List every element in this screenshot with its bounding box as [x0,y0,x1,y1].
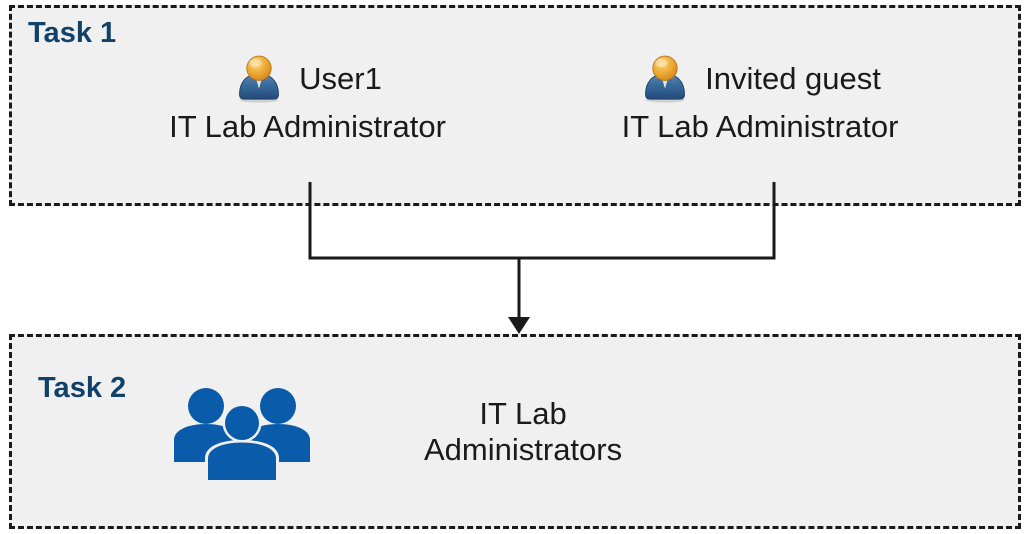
user-group-icon [174,388,310,482]
invited-guest-role: IT Lab Administrator [621,109,899,144]
invited-guest-block: Invited guest IT Lab Administrator [560,52,960,142]
task1-label: Task 1 [28,17,117,49]
task2-group-row: IT Lab Administrators [170,380,870,484]
user-icon [645,55,686,103]
user-icon [239,55,280,103]
user1-name: User1 [299,60,382,96]
task1-container [9,5,1021,206]
user1-top-row: User1 [110,52,505,104]
user1-block: User1 IT Lab Administrator [110,52,505,142]
task2-label: Task 2 [38,372,127,404]
invited-guest-top-row: Invited guest [560,52,960,104]
task2-group-name: IT Lab Administrators [424,396,623,467]
user1-role: IT Lab Administrator [169,109,446,144]
invited-guest-name: Invited guest [705,60,881,96]
task2-container [9,334,1021,529]
